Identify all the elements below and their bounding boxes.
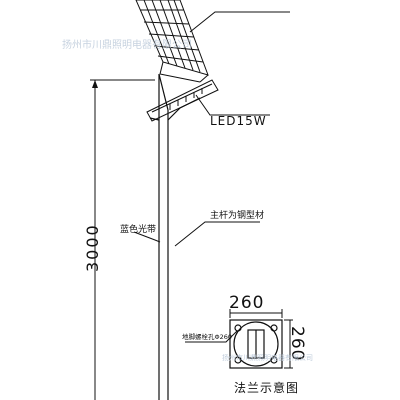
height-dimension — [90, 79, 155, 400]
flange-hole-leader — [185, 330, 238, 343]
pole-color-leader — [133, 231, 161, 243]
watermark-top: 扬州市川鼎照明电器有限公司 — [62, 38, 192, 51]
pole-color-label: 蓝色光带 — [120, 223, 156, 235]
led-leader — [195, 94, 270, 116]
solar-panel — [135, 0, 209, 76]
flange-height-dimension — [284, 319, 293, 369]
flange-width-dimension — [229, 309, 283, 318]
panel-bracket — [159, 61, 209, 83]
pole — [149, 73, 201, 400]
flange-hole-note: 地脚螺栓孔Φ260 — [182, 332, 232, 341]
pole-material-label: 主杆为钢型材 — [210, 209, 264, 221]
flange-height-label: 260 — [287, 326, 307, 361]
pole-material-leader — [174, 221, 260, 247]
panel-leader — [189, 11, 290, 33]
led-label: LED15W — [210, 114, 267, 128]
led-lamp-head — [146, 79, 219, 122]
height-dim-label: 3000 — [83, 223, 102, 272]
flange-width-label: 260 — [229, 293, 264, 313]
watermark-bottom: 扬州市川鼎照明电器有限公司 — [222, 353, 313, 362]
flange-title: 法兰示意图 — [234, 380, 299, 395]
flange-plate — [229, 319, 283, 369]
